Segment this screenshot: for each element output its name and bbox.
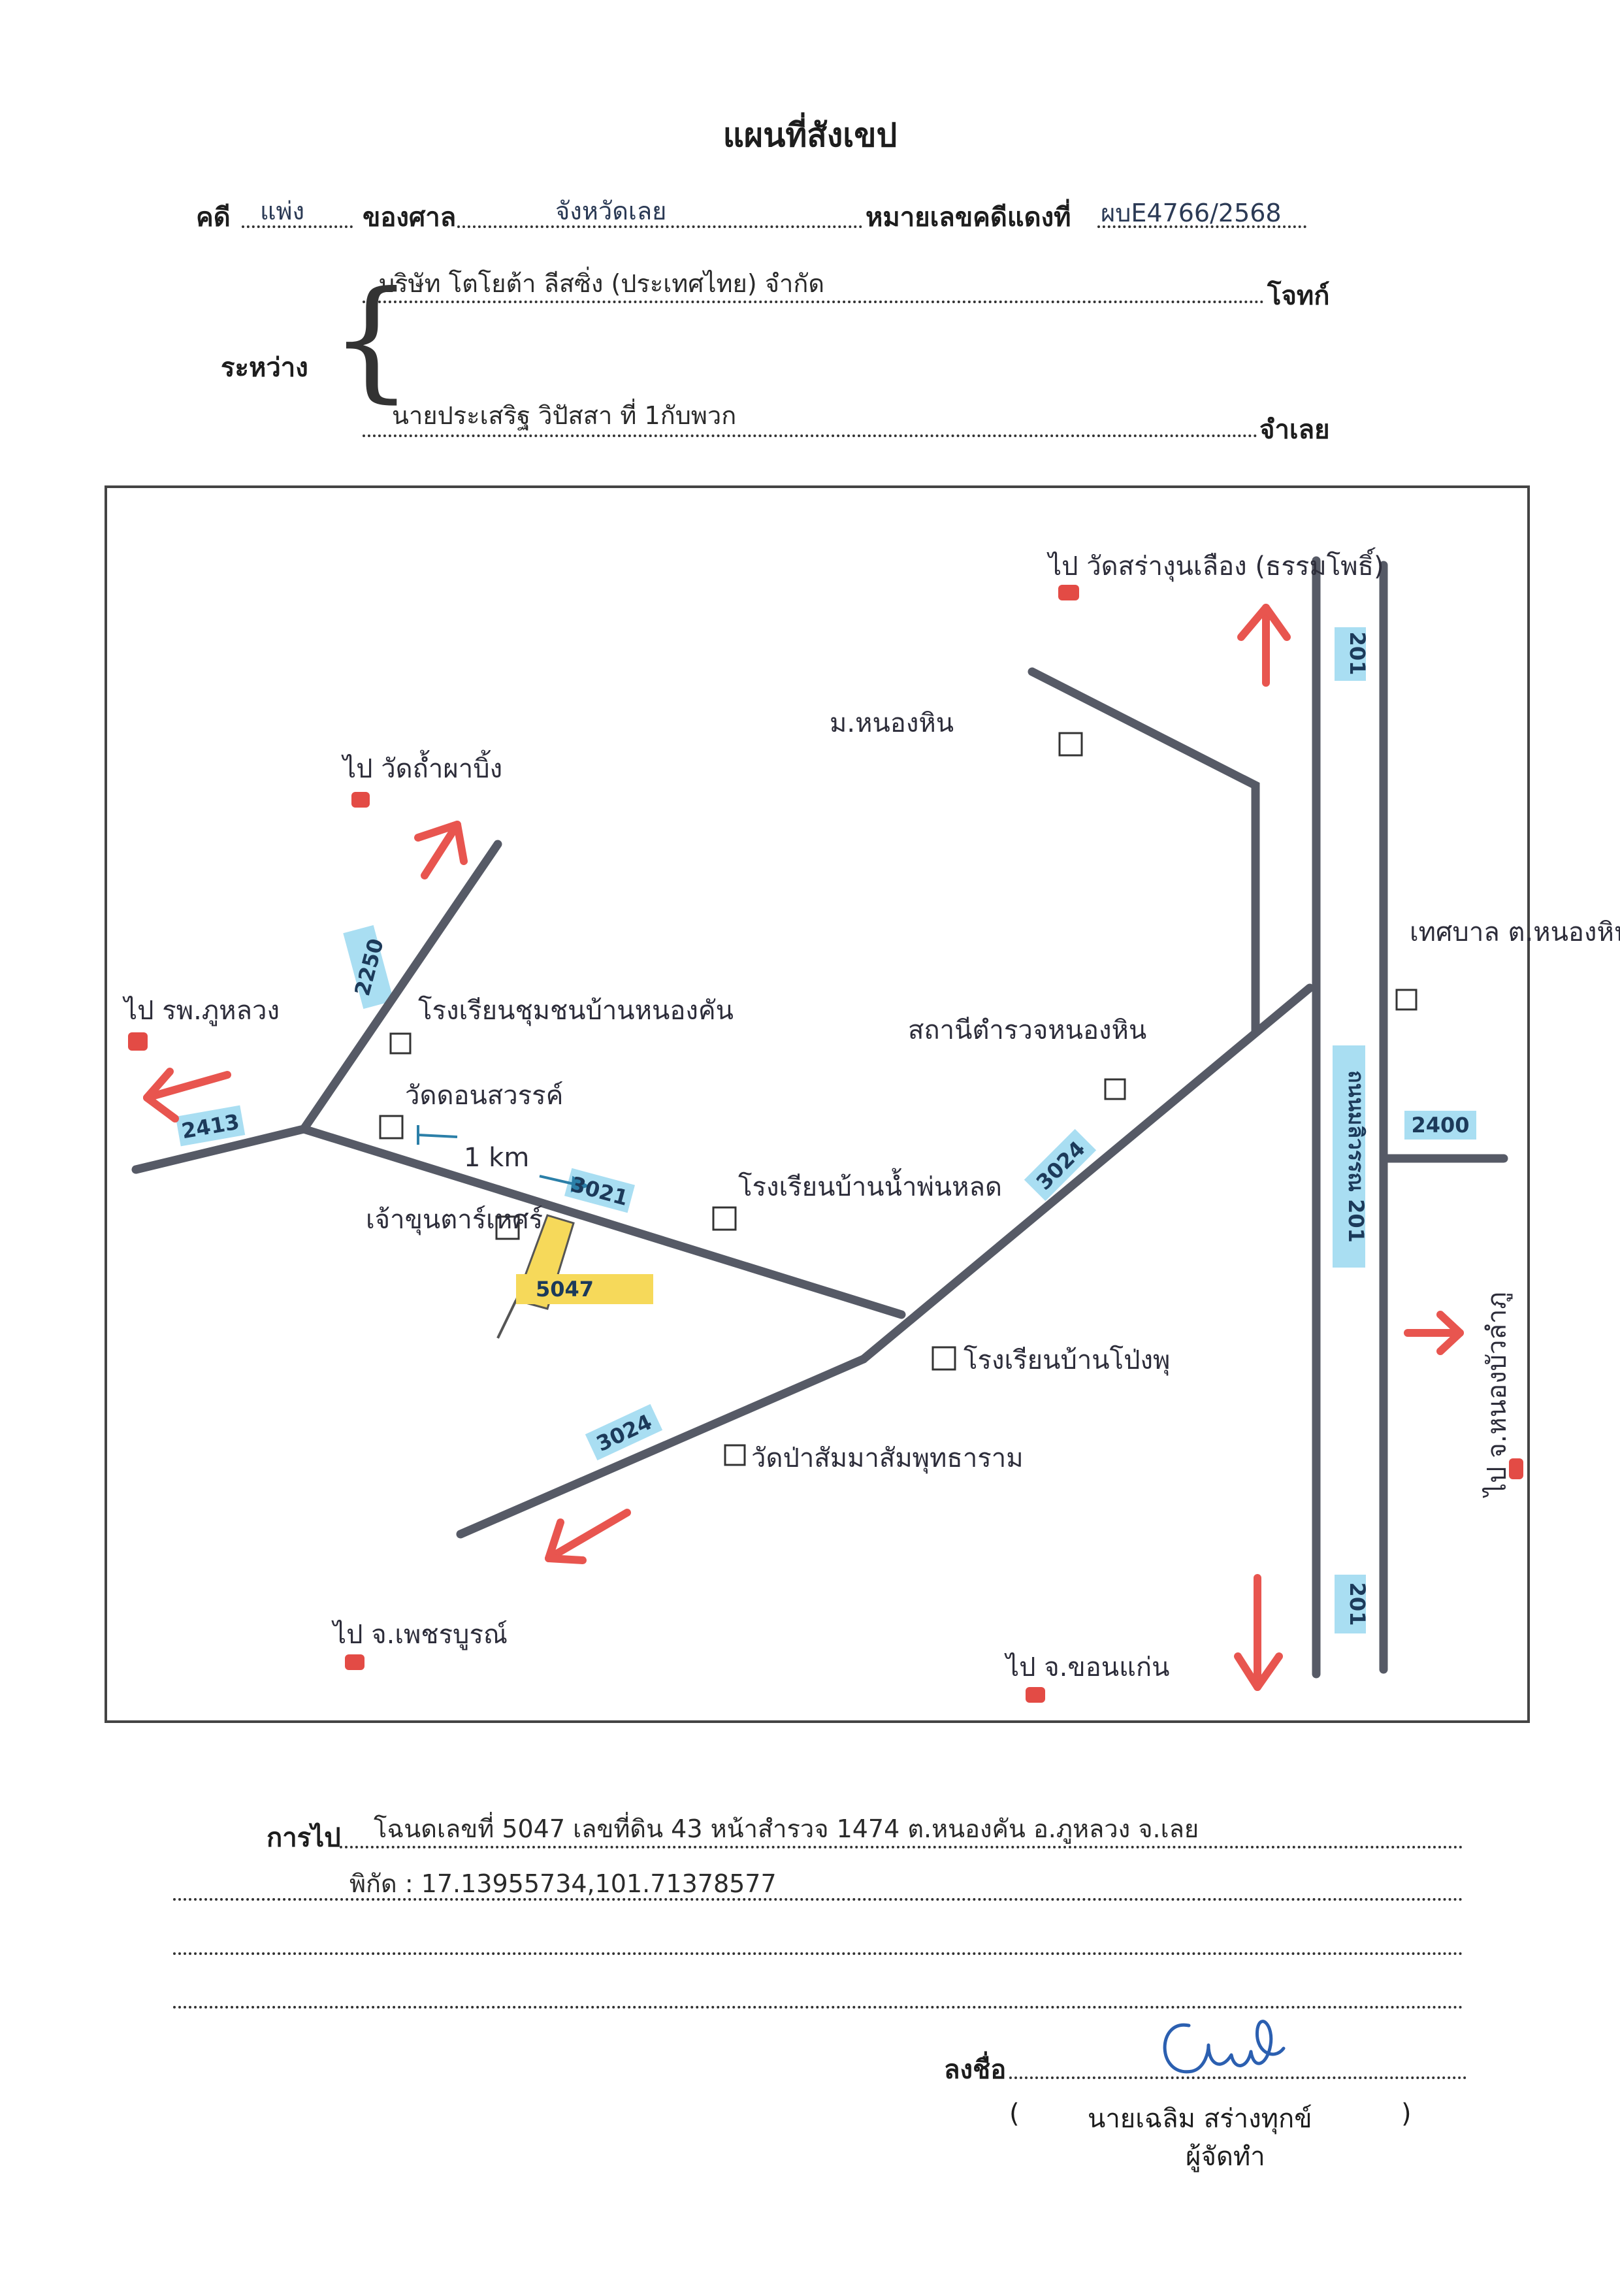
label-wat-pa: วัดป่าสัมมาสัมพุทธาราม	[751, 1443, 1024, 1474]
highlight-201-bottom	[1335, 1575, 1366, 1633]
route-line-4	[173, 2006, 1463, 2009]
label-to-nongbualamphu: ไป จ.หนองบัวลำภู	[1482, 1292, 1512, 1498]
marker-phetchabun	[345, 1654, 364, 1670]
label-to-khonkaen: ไป จ.ขอนแก่น	[1004, 1652, 1169, 1682]
label-route-201-bottom: 201	[1345, 1583, 1370, 1626]
signer-role: ผู้จัดทำ	[1186, 2142, 1265, 2172]
symbol-moo	[1058, 732, 1083, 757]
label-health-center: เจ้าขุนตาร์เหศร์	[366, 1205, 543, 1236]
marker-temple-top	[1058, 585, 1079, 600]
label-plot: 5047	[536, 1277, 594, 1302]
label-police: สถานีตำรวจหนองหิน	[908, 1015, 1146, 1045]
case-type-line	[242, 225, 353, 228]
arrow-wat-tham	[414, 821, 468, 879]
label-distance: 1 km	[464, 1143, 529, 1173]
road-3024-lower	[456, 1354, 868, 1539]
defendant-line	[363, 435, 1257, 437]
case-label: คดี	[196, 203, 231, 233]
red-case-line	[1097, 225, 1306, 228]
route-line-1	[340, 1846, 1463, 1848]
label-school-pongphu: โรงเรียนบ้านโป่งพุ	[964, 1345, 1170, 1376]
label-to-hospital: ไป รพ.ภูหลวง	[122, 996, 280, 1026]
symbol-wat-pa	[724, 1444, 746, 1466]
label-road-201: ถนนมลิวรรณ 201	[1344, 1070, 1369, 1243]
label-school-nongkhan: โรงเรียนชุมชนบ้านหนองคัน	[418, 996, 734, 1026]
symbol-health	[495, 1215, 520, 1240]
between-label: ระหว่าง	[221, 353, 308, 383]
red-case-value: ผบE4766/2568	[1101, 199, 1282, 227]
label-to-phetchabun: ไป จ.เพชรบูรณ์	[331, 1620, 508, 1650]
label-municipality: เทศบาล ต.หนองหิน	[1410, 917, 1620, 947]
road-3024-upper	[859, 983, 1314, 1364]
arrow-south	[1234, 1574, 1283, 1691]
brace: {	[330, 263, 413, 416]
defendant-value: นายประเสริฐ วิปัสสา ที่ 1กับพวก	[392, 401, 737, 430]
label-to-wat-tham: ไป วัดถ้ำผาบิ้ง	[341, 749, 502, 784]
plaintiff-line	[363, 301, 1264, 303]
sign-line	[1009, 2076, 1466, 2079]
plaintiff-label: โจทก์	[1267, 281, 1330, 311]
arrow-hospital	[143, 1068, 231, 1123]
plaintiff-value: บริษัท โตโยต้า ลีสซิ่ง (ประเทศไทย) จำกัด	[379, 269, 825, 298]
marker-wat-tham	[351, 792, 370, 808]
highlight-3024-left	[585, 1403, 663, 1461]
symbol-school-nongkhan	[389, 1032, 412, 1055]
symbol-police	[1104, 1078, 1126, 1100]
symbol-municipality	[1395, 989, 1418, 1011]
route-label: การไป	[267, 1823, 341, 1853]
road-3021	[299, 1124, 906, 1319]
label-route-2400: 2400	[1411, 1113, 1469, 1138]
paren-close: )	[1401, 2099, 1412, 2129]
label-to-temple-top: ไป วัดสร่างุนเลือง (ธรรมโพธิ์)	[1046, 547, 1384, 582]
plot-pin	[496, 1300, 517, 1339]
highlight-2400	[1404, 1111, 1476, 1140]
highlight-201-top	[1335, 627, 1366, 681]
route-line-3	[173, 1952, 1463, 1955]
highlight-road-201	[1333, 1045, 1365, 1268]
label-wat-don-sawan: วัดดอนสวรรค์	[405, 1081, 563, 1111]
road-nonghin	[1028, 667, 1260, 1036]
label-route-201-top: 201	[1345, 632, 1370, 676]
label-school-nam-phon: โรงเรียนบ้านน้ำพ่นหลด	[738, 1168, 1002, 1202]
arrow-phetchabun	[545, 1509, 631, 1564]
highlight-2250	[343, 925, 394, 1009]
road-2250	[299, 840, 502, 1134]
court-label: ของศาล	[363, 203, 457, 233]
marker-nongbualamphu	[1509, 1458, 1523, 1479]
destination-markers	[128, 585, 1523, 1703]
arrow-nongbualamphu	[1404, 1311, 1464, 1355]
route-highlights	[175, 627, 1476, 1633]
symbol-wat-don-sawan	[379, 1115, 404, 1140]
red-case-label: หมายเลขคดีแดงที่	[866, 203, 1071, 233]
highlight-2413	[175, 1105, 246, 1147]
label-moo-nonghin: ม.หนองหิน	[830, 708, 954, 738]
marker-khonkaen	[1026, 1687, 1045, 1703]
marker-hospital	[128, 1032, 148, 1051]
direction-arrows	[143, 604, 1464, 1691]
coords-text: พิกัด : 17.13955734,101.71378577	[349, 1869, 777, 1898]
symbol-school-nam-phon	[712, 1206, 737, 1231]
court-line	[457, 225, 862, 228]
highlight-3024-right	[1024, 1128, 1097, 1202]
page-title: แผนที่สังเขป	[722, 116, 898, 154]
road-2413	[131, 1124, 308, 1174]
signer-name: นายเฉลิม สร่างทุกข์	[1088, 2104, 1312, 2134]
highlight-3021	[564, 1168, 635, 1213]
distance-marker	[417, 1125, 590, 1192]
roads	[131, 556, 1508, 1679]
arrow-north	[1237, 604, 1291, 687]
sign-label: ลงชื่อ	[944, 2055, 1007, 2085]
map-border	[105, 485, 1530, 1723]
case-type-value: แพ่ง	[260, 197, 305, 225]
signature	[1163, 2020, 1286, 2074]
place-symbols	[379, 732, 1418, 1466]
route-text: โฉนดเลขที่ 5047 เลขที่ดิน 43 หน้าสำรวจ 1…	[374, 1814, 1199, 1843]
plot-label-bg	[516, 1274, 653, 1304]
paren-open: (	[1009, 2099, 1020, 2129]
symbol-school-pongphu	[932, 1346, 956, 1371]
route-line-2	[173, 1898, 1463, 1901]
court-name-value: จังหวัดเลย	[555, 197, 667, 225]
defendant-label: จำเลย	[1259, 415, 1330, 445]
